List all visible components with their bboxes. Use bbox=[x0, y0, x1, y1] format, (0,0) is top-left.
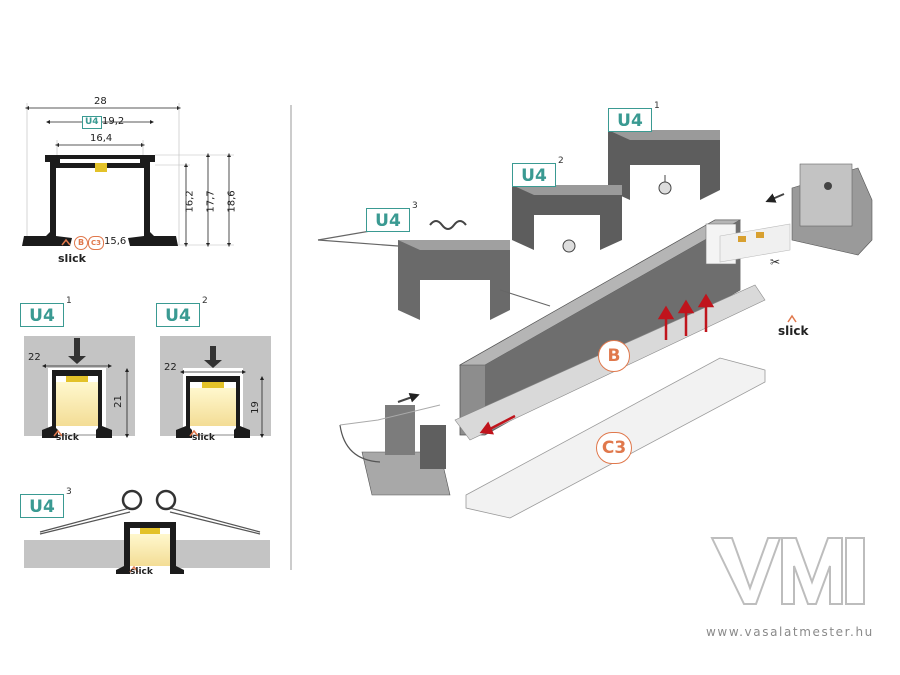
dim-height-2: 17,7 bbox=[205, 190, 217, 213]
assembly-u4-1-number: 1 bbox=[654, 101, 660, 111]
assembly-u4-2-label: U4 bbox=[512, 163, 556, 187]
dim-height-1: 16,2 bbox=[184, 190, 196, 213]
vm-logo bbox=[710, 537, 865, 605]
variant-2-label: U4 bbox=[156, 303, 200, 327]
variant-3-drawing bbox=[24, 489, 270, 574]
assembly-u4-3-number: 3 bbox=[412, 201, 418, 211]
assembly-u4-3-label: U4 bbox=[366, 208, 410, 232]
variant-1-drawing bbox=[24, 336, 135, 438]
variant-2-drawing bbox=[160, 336, 271, 438]
v1-depth-dim: 21 bbox=[112, 395, 124, 408]
dim-width-total: 28 bbox=[94, 96, 107, 107]
part-b-label: B bbox=[598, 340, 630, 372]
slick-mark-section: slick bbox=[58, 252, 86, 265]
dim-width-inner: 19,2 bbox=[102, 116, 125, 127]
variant-2-number: 2 bbox=[202, 296, 208, 306]
dim-profile-tag: U4 bbox=[82, 116, 102, 129]
slick-mark-v1: slick bbox=[56, 433, 79, 443]
dim-c3-tag: C3 bbox=[88, 236, 104, 250]
exploded-assembly-drawing: ✂ bbox=[317, 130, 873, 519]
slick-mark-assembly: slick bbox=[778, 324, 809, 338]
svg-text:✂: ✂ bbox=[770, 255, 780, 269]
dim-width-top: 16,4 bbox=[90, 133, 113, 144]
dim-height-3: 18,6 bbox=[226, 190, 238, 213]
v2-flange-dim: 22 bbox=[164, 362, 177, 373]
assembly-u4-1-label: U4 bbox=[608, 108, 652, 132]
slick-mark-v3: slick bbox=[130, 567, 153, 577]
dim-b-tag: B bbox=[74, 236, 88, 250]
part-c3-label: C3 bbox=[596, 432, 632, 464]
variant-1-label: U4 bbox=[20, 303, 64, 327]
v2-depth-dim: 19 bbox=[249, 401, 261, 414]
variant-3-label: U4 bbox=[20, 494, 64, 518]
website-url: www.vasalatmester.hu bbox=[706, 625, 874, 639]
v1-flange-dim: 22 bbox=[28, 352, 41, 363]
slick-mark-v2: slick bbox=[192, 433, 215, 443]
cross-section-drawing bbox=[22, 103, 234, 247]
variant-1-number: 1 bbox=[66, 296, 72, 306]
assembly-u4-2-number: 2 bbox=[558, 156, 564, 166]
variant-3-number: 3 bbox=[66, 487, 72, 497]
dim-width-bottom: 15,6 bbox=[104, 236, 127, 247]
